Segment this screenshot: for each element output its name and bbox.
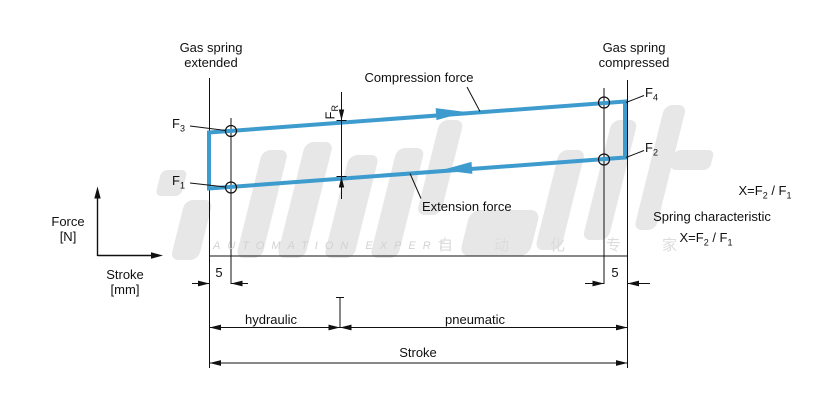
construction-lines <box>209 78 628 368</box>
gas-spring-compressed-label: Gas spring compressed <box>574 40 694 70</box>
ratio-mid: / F <box>767 183 787 198</box>
fr-subscript: R <box>330 105 341 112</box>
right-offset-arrowhead <box>592 280 604 287</box>
left-offset-arrowhead <box>231 280 243 287</box>
gas-spring-extended-line2: extended <box>184 55 238 70</box>
watermark-logo-shape <box>325 155 378 258</box>
f1-leader <box>189 182 226 188</box>
point-marker-f3 <box>224 124 238 138</box>
ratio-formula-bottom: X=F2 / F1 <box>651 230 761 248</box>
point-markers <box>224 96 611 194</box>
f4-leader <box>625 95 645 103</box>
pneumatic-region-label: pneumatic <box>445 312 505 327</box>
f1-subscript: 1 <box>179 180 185 191</box>
stroke-axis-unit: [mm] <box>110 282 140 297</box>
ratio-pre: X=F <box>738 183 763 198</box>
ratio-pre: X=F <box>679 230 704 245</box>
fr-symbol: F <box>322 111 338 120</box>
watermark-logo-shape <box>418 120 463 215</box>
f3-subscript: 3 <box>179 123 185 134</box>
compression-force-label: Compression force <box>364 70 474 85</box>
fr-arrowhead-down <box>338 109 345 121</box>
f2-symbol: F <box>645 140 653 155</box>
extension-force-label: Extension force <box>422 199 512 214</box>
gas-spring-extended-label: Gas spring extended <box>151 40 271 70</box>
force-axis-unit: [N] <box>59 229 77 244</box>
watermark-logo-shape <box>536 150 584 250</box>
extension-direction-arrowhead <box>442 161 473 174</box>
stroke-axis-arrowhead <box>151 252 163 259</box>
hydraulic-arrowhead <box>328 324 340 331</box>
hydraulic-arrowhead <box>209 324 221 331</box>
pneumatic-arrowhead <box>616 324 628 331</box>
stroke-dim-arrowhead <box>209 360 221 366</box>
ratio-sub2: 1 <box>786 190 792 201</box>
point-marker-f1 <box>224 181 238 194</box>
left-offset-arrowhead <box>198 280 210 287</box>
stroke-dim-arrowhead <box>616 360 628 366</box>
watermark-logo <box>156 105 714 260</box>
hydraulic-region-label: hydraulic <box>244 312 298 327</box>
force-axis-arrowhead <box>94 186 101 199</box>
watermark-logo-shape <box>635 105 686 230</box>
gas-spring-extended-line1: Gas spring <box>179 40 243 55</box>
stroke-dim-label: Stroke <box>399 345 437 360</box>
force-axis-label: Force <box>51 214 85 229</box>
axes <box>96 197 151 257</box>
spring-characteristic-label: Spring characteristic <box>653 209 771 224</box>
f4-symbol: F <box>645 85 653 100</box>
ratio-sub2: 1 <box>727 237 733 248</box>
fr-arrowhead-up <box>338 176 345 188</box>
compression-force-leader <box>466 86 481 112</box>
ratio-formula-top: X=F2 / F1 <box>710 183 820 201</box>
right-offset-arrowhead <box>627 280 639 287</box>
leader-lines <box>189 86 645 199</box>
compression-direction-arrowhead <box>435 108 466 121</box>
region-dimension <box>209 297 628 328</box>
f4-subscript: 4 <box>652 92 658 103</box>
watermark-logo-shape <box>583 120 637 240</box>
f3-leader <box>189 125 226 131</box>
watermark-text-cn: 自动化专家 <box>438 237 719 254</box>
f3-symbol: F <box>172 116 180 131</box>
watermark-logo-shape <box>278 142 332 258</box>
point-marker-f4 <box>597 96 611 109</box>
pneumatic-arrowhead <box>340 324 352 331</box>
f3-label: F3 <box>172 116 185 134</box>
f4-label: F4 <box>645 85 658 103</box>
f2-subscript: 2 <box>652 147 658 158</box>
stroke-axis-label: Stroke <box>106 267 144 282</box>
watermark-logo-shape <box>670 150 714 170</box>
gas-spring-compressed-line1: Gas spring <box>602 40 666 55</box>
watermark-logo-shape <box>237 150 287 258</box>
fr-label: FR <box>322 90 341 120</box>
ratio-sub1: 2 <box>762 190 768 201</box>
ratio-mid: / F <box>708 230 728 245</box>
f2-leader <box>625 150 645 158</box>
extension-force-leader <box>409 173 422 199</box>
right-offset-value: 5 <box>611 265 619 280</box>
left-offset-value: 5 <box>215 265 223 280</box>
watermark-text-en: AUTOMATION EXPERT <box>213 240 452 252</box>
point-marker-f2 <box>597 153 611 166</box>
watermark-logo-shape <box>461 210 539 256</box>
characteristic-loop <box>207 99 627 191</box>
f1-label: F1 <box>172 173 185 191</box>
watermark-logo-shape <box>171 200 212 260</box>
watermark-logo-shape <box>156 170 187 196</box>
gas-spring-compressed-line2: compressed <box>598 55 670 70</box>
ratio-sub1: 2 <box>703 237 709 248</box>
f2-label: F2 <box>645 140 658 158</box>
f1-symbol: F <box>172 173 180 188</box>
